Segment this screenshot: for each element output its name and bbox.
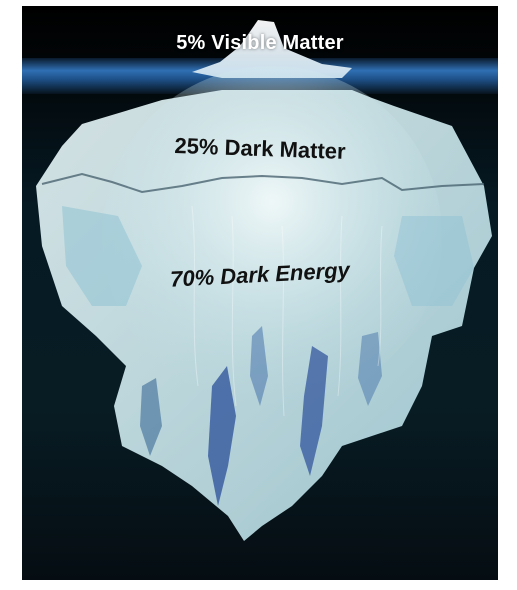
dark-matter-boundary [41, 172, 485, 194]
ice-texture [191, 205, 383, 417]
ice-shadow-right [394, 216, 474, 306]
iceberg-tip [192, 20, 352, 78]
ice-shadow-left [62, 206, 142, 306]
crevasse-3 [140, 378, 162, 456]
visible-matter-label: 5% Visible Matter [176, 32, 344, 54]
crevasse-5 [358, 332, 382, 406]
ice-glow [102, 66, 442, 406]
iceberg-illustration [22, 20, 498, 541]
crevasse-1 [208, 366, 236, 506]
crevasse-4 [250, 326, 268, 406]
crevasse-2 [300, 346, 328, 476]
iceberg-figure: 5% Visible Matter 25% Dark Matter 70% Da… [22, 6, 498, 580]
